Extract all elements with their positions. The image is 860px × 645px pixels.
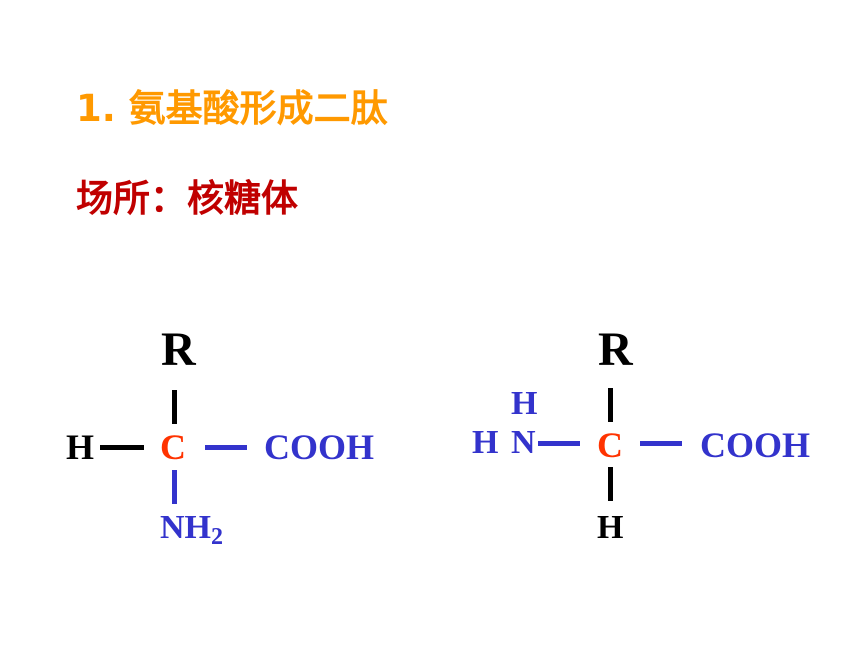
r-bond (608, 388, 613, 422)
r-group-label: R (598, 323, 633, 376)
amino-h-top-label: H (511, 385, 538, 422)
carboxyl-bond (205, 445, 247, 450)
amino-h-left-label: H (472, 424, 499, 461)
slide-title: 1. 氨基酸形成二肽 (76, 87, 388, 130)
alpha-carbon-label: C (597, 425, 623, 465)
amino-bond (172, 470, 177, 504)
h-bottom-label: H (597, 509, 624, 546)
amino-label: NH2 (160, 509, 223, 550)
h-left-label: H (66, 427, 95, 467)
amino-n-bond (538, 441, 580, 446)
carboxyl-label: COOH (264, 427, 375, 467)
h-bottom-bond (608, 467, 613, 501)
carboxyl-label: COOH (700, 425, 811, 465)
amino-n-label: N (511, 424, 536, 461)
alpha-carbon-label: C (160, 427, 186, 467)
location-subtitle: 场所：核糖体 (76, 177, 298, 220)
r-group-label: R (161, 323, 196, 376)
h-bond (100, 445, 144, 450)
carboxyl-bond (640, 441, 682, 446)
r-bond (172, 390, 177, 424)
